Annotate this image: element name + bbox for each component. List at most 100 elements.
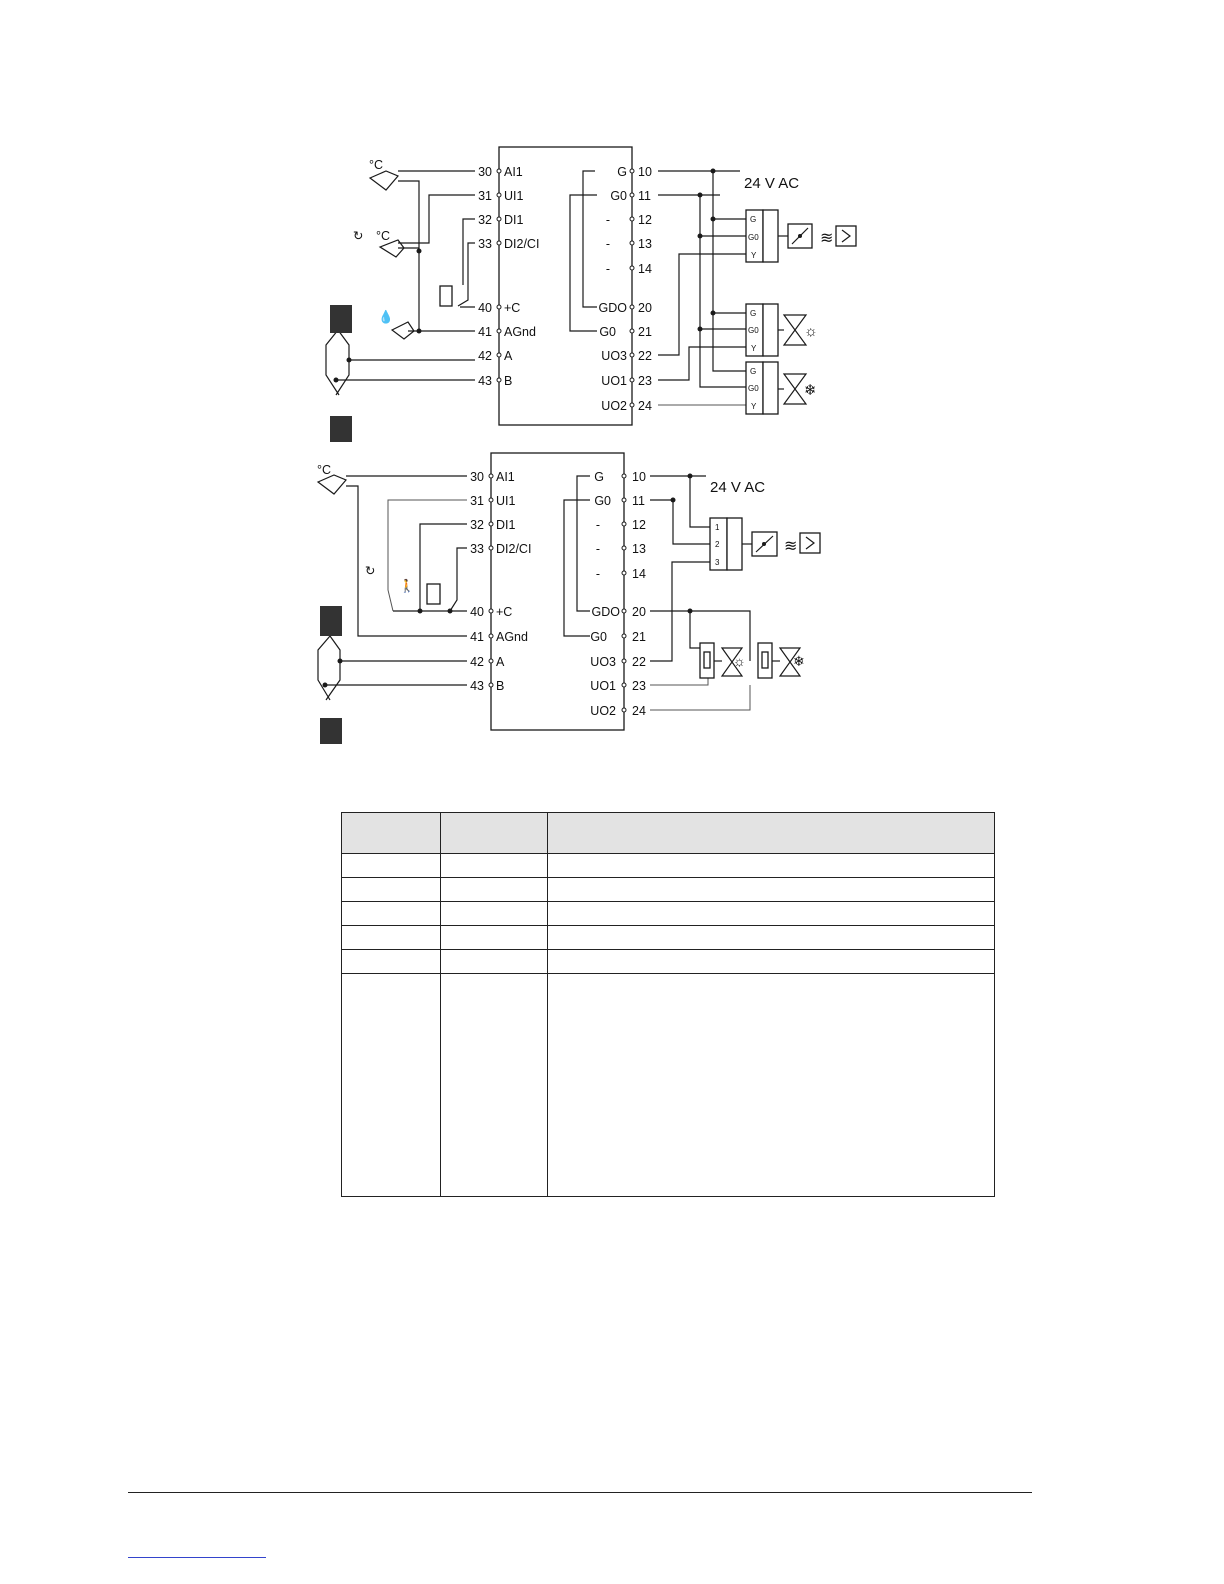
- terminal-number: 21: [638, 325, 652, 339]
- terminal-number: 10: [632, 470, 646, 484]
- terminal-name: GDO: [599, 301, 628, 315]
- supply-label: 24 V AC: [744, 175, 799, 192]
- bus-connector-icon: [320, 606, 342, 636]
- table-row: [341, 973, 995, 1197]
- terminal-name: G: [594, 470, 604, 484]
- actuator-pin-label: 1: [715, 523, 720, 532]
- setpoint-sensor-icon: [378, 239, 405, 258]
- table-cell: [547, 877, 995, 902]
- table-cell: [341, 877, 441, 902]
- terminal-number: 43: [470, 679, 484, 693]
- footer-link-underline[interactable]: [128, 1557, 266, 1558]
- terminal-name: A: [504, 349, 513, 363]
- terminal-name: DI1: [504, 213, 524, 227]
- wiring-diagram-top: 30 AI1 31 UI1 32 DI1 33 DI2/CI 40 +C 41 …: [325, 146, 857, 442]
- left-pins-bottom: [488, 473, 494, 688]
- terminal-legend-table: [341, 812, 995, 1197]
- terminal-number: 21: [632, 630, 646, 644]
- actuator-pin-label: Y: [751, 344, 757, 353]
- bus-cable-icon: [317, 635, 341, 701]
- left-pins-top: [496, 168, 502, 383]
- terminal-number: 31: [478, 189, 492, 203]
- wire-uo1: [650, 672, 709, 686]
- terminal-name: +C: [496, 605, 512, 619]
- table-cell: [341, 973, 441, 1197]
- terminal-number: 11: [638, 189, 651, 203]
- terminal-name: GDO: [592, 605, 621, 619]
- terminal-number: 40: [478, 301, 492, 315]
- presence-person-icon: 🚶: [399, 578, 415, 593]
- table-cell: [440, 925, 548, 950]
- snowflake-cooling-icon: ❄: [793, 653, 805, 669]
- left-terminals-top: 30 AI1 31 UI1 32 DI1 33 DI2/CI 40 +C 41 …: [478, 165, 539, 388]
- terminal-name: UO3: [590, 655, 616, 669]
- footer-divider: [128, 1492, 1032, 1493]
- bus-connector-icon: [330, 416, 352, 442]
- air-flow-icon: ≋: [784, 538, 797, 555]
- table-header-cell: [440, 812, 548, 854]
- terminal-name: DI1: [496, 518, 516, 532]
- table-cell: [341, 853, 441, 878]
- terminal-number: 12: [638, 213, 652, 227]
- right-pins-bottom: [621, 473, 627, 713]
- terminal-name: -: [596, 567, 600, 581]
- wire-di2: [457, 242, 475, 308]
- bus-connector-icon: [320, 718, 342, 744]
- table-cell: [341, 901, 441, 926]
- rotary-knob-icon: ↻: [353, 229, 363, 243]
- wire-uo2: [650, 685, 751, 711]
- wire-gdo: [650, 610, 751, 661]
- humidity-sensor-icon: [390, 321, 415, 340]
- actuator-pin-label: G: [750, 309, 756, 318]
- actuator-pin-label: G0: [748, 233, 759, 242]
- terminal-name: AGnd: [496, 630, 528, 644]
- terminal-name: G: [617, 165, 627, 179]
- valve-icon: [782, 373, 808, 405]
- wire-di1: [419, 523, 467, 611]
- terminal-name: G0: [590, 630, 607, 644]
- cooling-valve-actuator-top: G G0 Y ❄: [745, 361, 817, 415]
- table-cell: [547, 901, 995, 926]
- bus-g: [689, 476, 710, 528]
- terminal-name: UO1: [601, 374, 627, 388]
- terminal-name: AI1: [504, 165, 523, 179]
- terminal-number: 32: [478, 213, 492, 227]
- terminal-name: UI1: [504, 189, 524, 203]
- actuator-pin-label: G: [750, 367, 756, 376]
- sensor-unit-label: °C: [317, 463, 331, 477]
- actuator-pin-label: G: [750, 215, 756, 224]
- terminal-name: UO3: [601, 349, 627, 363]
- wire-di2: [449, 547, 467, 612]
- terminal-name: UO2: [590, 704, 616, 718]
- terminal-number: 41: [470, 630, 484, 644]
- actuator-pin-label: Y: [751, 251, 757, 260]
- terminal-number: 42: [478, 349, 492, 363]
- table-row: [341, 925, 995, 950]
- wire-supply-g0: [650, 499, 710, 545]
- terminal-number: 20: [638, 301, 652, 315]
- bus-cable-icon: [325, 329, 350, 396]
- terminal-name: DI2/CI: [496, 542, 531, 556]
- actuator-pin-label: G0: [748, 326, 759, 335]
- actuator-pin-label: 3: [715, 558, 720, 567]
- internal-g-gdo-bridge: [576, 475, 590, 612]
- terminal-name: G0: [594, 494, 611, 508]
- terminal-number: 24: [632, 704, 646, 718]
- table-cell: [440, 901, 548, 926]
- terminal-name: G0: [599, 325, 616, 339]
- window-contact-icon: [426, 583, 441, 605]
- wiring-diagram-bottom: 30 AI1 31 UI1 32 DI1 33 DI2/CI 40 +C 41 …: [316, 452, 821, 744]
- wire-ui1: [387, 499, 467, 612]
- sun-heating-icon: ☼: [804, 323, 818, 340]
- terminal-number: 10: [638, 165, 652, 179]
- bus-g: [712, 171, 746, 372]
- supply-label: 24 V AC: [710, 479, 765, 496]
- sun-heating-icon: ☼: [733, 653, 746, 669]
- table-cell: [440, 973, 548, 1197]
- terminal-number: 24: [638, 399, 652, 413]
- terminal-number: 32: [470, 518, 484, 532]
- valve-icon: [720, 647, 744, 677]
- terminal-name: G0: [610, 189, 627, 203]
- wire-ui1: [398, 194, 475, 244]
- left-terminals-bottom: 30 AI1 31 UI1 32 DI1 33 DI2/CI 40 +C 41 …: [470, 470, 531, 693]
